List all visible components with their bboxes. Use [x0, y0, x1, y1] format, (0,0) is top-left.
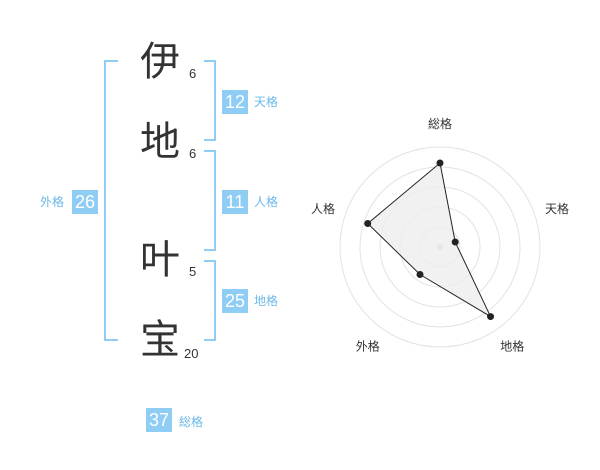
radar-axis-label-1: 総格 [428, 116, 452, 131]
radar-point-4 [416, 271, 424, 279]
radar-axis-label-2: 天格 [545, 201, 569, 216]
gaikaku-label: 外格 [40, 195, 65, 209]
tenkaku-label: 天格 [254, 95, 279, 109]
jinkaku-bracket [204, 150, 216, 251]
stroke-count-4: 20 [184, 346, 199, 361]
chikaku-bracket [204, 260, 216, 341]
soukaku-value: 37 [146, 408, 172, 432]
jinkaku-value: 11 [222, 190, 248, 214]
name-char-4: 宝 [140, 317, 180, 363]
stroke-count-2: 6 [189, 146, 197, 161]
stroke-count-3: 5 [189, 264, 197, 279]
soukaku-label: 総格 [179, 415, 204, 429]
name-char-1: 伊 [140, 39, 180, 85]
chikaku-label: 地格 [254, 294, 279, 308]
radar-axis-label-5: 人格 [311, 201, 335, 216]
tenkaku-value: 12 [222, 90, 248, 114]
radar-area [366, 162, 492, 318]
tenkaku-bracket [204, 60, 216, 141]
chikaku-value: 25 [222, 289, 248, 313]
radar-axis-label-4: 外格 [356, 339, 380, 354]
radar-point-2 [451, 238, 459, 246]
radar-ring [339, 146, 541, 348]
radar-point-3 [487, 313, 495, 321]
radar-point-1 [436, 159, 444, 167]
gaikaku-value: 26 [72, 190, 98, 214]
radar-axis-label-3: 地格 [500, 339, 524, 354]
name-char-3: 叶 [140, 237, 180, 283]
jinkaku-label: 人格 [254, 195, 279, 209]
radar-point-5 [364, 220, 372, 228]
gaikaku-bracket [104, 60, 118, 341]
stroke-count-1: 6 [189, 66, 197, 81]
name-char-2: 地 [140, 119, 180, 165]
